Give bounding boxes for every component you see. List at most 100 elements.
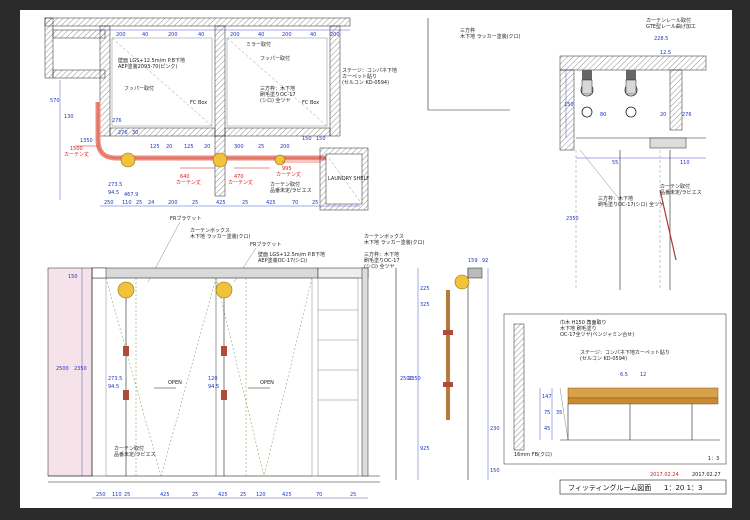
dim: 1350 <box>80 138 93 144</box>
red-note: カーテン丈 <box>276 171 301 178</box>
dim: 200 <box>230 32 240 38</box>
elevation-view: FRブラケット カーテンボックス木下地 ラッカー塗装(クロ) FRブラケット 壁… <box>47 215 425 499</box>
dim: 925 <box>420 446 430 452</box>
plan-dims-left: 570 130 273.5 94.5 467.9 276 1350 <box>50 98 138 198</box>
dim: 200 <box>168 32 178 38</box>
plan-dims-mid: 276 30 125 20 125 20 300 25 200 150 150 <box>118 130 326 150</box>
open-label: OPEN <box>168 380 182 386</box>
dim: 200 <box>116 32 126 38</box>
dim: 110 <box>680 160 690 166</box>
door-panel-2 <box>215 277 313 477</box>
dim: 2500 <box>56 366 69 372</box>
dim: 147 <box>542 394 552 400</box>
dim: 25 <box>242 200 248 206</box>
fr-bracket-label: FRブラケット <box>250 241 281 248</box>
dim: 25 <box>192 200 198 206</box>
dim: 276 <box>118 130 128 136</box>
dim: 120 <box>256 492 266 498</box>
elevation-curtain-note: カーテン取付品番未定/ラビエス <box>114 445 156 458</box>
rail-frame-note: 三方枠木下地 ラッカー塗装(クロ) <box>460 27 521 40</box>
dim: 150 <box>316 136 326 142</box>
date-2: 2017.02.27 <box>692 472 721 478</box>
dim: 25 <box>312 200 318 206</box>
fr-bracket-label: FRブラケット <box>170 215 201 222</box>
red-note: カーテン丈 <box>64 151 89 158</box>
title-block: 2017.02.24 2017.02.27 フィッティングルーム図面 1：20 … <box>559 472 727 495</box>
dim: 35 <box>556 410 562 416</box>
hinge-icon <box>221 390 227 400</box>
partition-wall <box>99 25 111 137</box>
booth-2 <box>226 37 328 127</box>
dim: 230 <box>490 426 500 432</box>
dim: 228.5 <box>654 36 668 42</box>
stage-detail-frame <box>503 313 727 465</box>
red-dim: 995 <box>282 166 292 172</box>
dim: 20 <box>166 144 172 150</box>
dim: 40 <box>258 32 264 38</box>
partition-wall <box>329 25 341 137</box>
dim: 570 <box>50 98 60 104</box>
bracket-icon <box>120 152 136 168</box>
dim: 425 <box>160 492 170 498</box>
dim: 2350 <box>566 216 579 222</box>
open-label: OPEN <box>260 380 274 386</box>
dim: 276 <box>112 118 122 124</box>
fr-bracket-icon <box>215 281 233 299</box>
dim: 20 <box>660 112 666 118</box>
elevation-dims-bottom: 250 110 25 425 25 425 25 120 425 70 25 <box>96 492 356 498</box>
drawing-sheet: 200 40 200 40 200 40 200 40 200 <box>20 10 732 508</box>
fupper-label: フッパー取付 <box>124 85 154 92</box>
drawing-title: フィッティングルーム図面 <box>568 483 651 492</box>
red-note: カーテン丈 <box>228 179 253 186</box>
dim: 276 <box>682 112 692 118</box>
red-dim: 640 <box>180 174 190 180</box>
drawing-canvas: 200 40 200 40 200 40 200 40 200 <box>44 17 727 499</box>
dim: 250 <box>96 492 106 498</box>
stage-note: ステージ：コンパネ下地カーペット貼り(セルコン KD-0594) <box>342 67 397 86</box>
dim: 25 <box>136 200 142 206</box>
dim: 200 <box>280 144 290 150</box>
dim: 12 <box>640 372 646 378</box>
elevation-frame-note: 三方枠：木下地刷毛塗りOC-17(シロ) 全ツヤ <box>364 251 400 270</box>
dim: 200 <box>168 200 178 206</box>
dim: 150 <box>68 274 78 280</box>
frame-note: 三方枠：木下地刷毛塗りOC-17(シロ) 全ツヤ <box>260 85 296 104</box>
dim: 110 <box>112 492 122 498</box>
dim: 92 <box>482 258 488 264</box>
bracket-icon <box>274 154 286 166</box>
dim: 300 <box>234 144 244 150</box>
rail-curtain-note: カーテン取付品番未定/ラビエス <box>660 183 702 196</box>
stage-wall <box>513 323 525 451</box>
dim: 425 <box>282 492 292 498</box>
side-dims: 159 92 225 325 925 2500 2350 230 150 <box>400 258 500 474</box>
wall-segment <box>109 127 216 137</box>
curtain-box-label-2: カーテンボックス木下地 ラッカー塗装(クロ) <box>364 233 425 246</box>
dim: 25 <box>192 492 198 498</box>
left-frame <box>559 69 575 151</box>
dim: 30 <box>132 130 138 136</box>
dim: 94.5 <box>108 384 119 390</box>
dim: 120 <box>208 376 218 382</box>
dim: 55 <box>612 160 618 166</box>
dim: 125 <box>184 144 194 150</box>
side-section: 159 92 225 325 925 2500 2350 230 150 <box>395 258 500 480</box>
bracket-icon <box>212 152 228 168</box>
red-dim: 1500 <box>70 146 83 152</box>
dim: 6.5 <box>620 372 628 378</box>
hinge-icon <box>123 346 129 356</box>
hinge-icon <box>123 390 129 400</box>
dim: 20 <box>204 144 210 150</box>
curtain-note: カーテン取付品番未定/ラビエス <box>270 181 312 194</box>
dim: 94.5 <box>208 384 219 390</box>
dim: 225 <box>420 286 430 292</box>
dim: 25 <box>240 492 246 498</box>
elevation-dims-left: 150 2500 2350 273.5 94.5 120 94.5 <box>56 274 219 390</box>
dim: 110 <box>122 200 132 206</box>
fr-bracket-icon <box>117 281 135 299</box>
mirror-label: ミラー取付 <box>246 41 271 48</box>
red-dim: 470 <box>234 174 244 180</box>
dim: 70 <box>292 200 298 206</box>
